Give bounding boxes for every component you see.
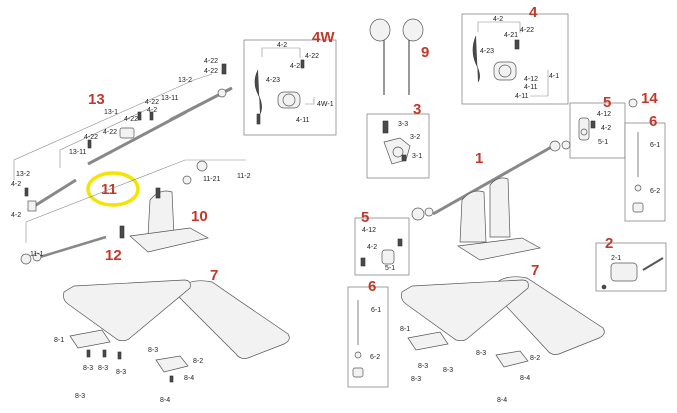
callout-5b: 5 — [361, 209, 369, 226]
label: 4-11 — [296, 117, 310, 124]
label: 6-1 — [371, 307, 381, 314]
label: 13-2 — [178, 77, 192, 84]
label: 4-22 — [145, 99, 159, 106]
callout-7b: 7 — [531, 262, 539, 279]
label: 13-11 — [161, 95, 178, 102]
label: 4-22 — [103, 129, 117, 136]
callout-6: 6 — [649, 113, 657, 130]
footboard-left — [63, 279, 191, 342]
label: 4-21 — [290, 63, 304, 70]
label: 4-22 — [204, 68, 218, 75]
footboard-right — [401, 279, 529, 342]
label: 11-2 — [237, 173, 251, 180]
label: 6-2 — [370, 354, 380, 361]
label: 11-1 — [30, 251, 44, 258]
label: 4-2 — [601, 125, 611, 132]
pedal-frame-left — [20, 160, 209, 265]
label: 4-22 — [520, 27, 534, 34]
highlight-ring-11 — [86, 171, 140, 207]
label: 4-23 — [480, 48, 494, 55]
label: 8-1 — [54, 337, 64, 344]
label: 8-3 — [98, 365, 108, 372]
label: 8-3 — [443, 367, 453, 374]
label: 4-11 — [515, 93, 529, 100]
label: 4-2 — [11, 181, 21, 188]
callout-4w: 4W — [312, 29, 335, 46]
label: 8-4 — [184, 375, 194, 382]
label: 4-22 — [124, 116, 138, 123]
pedal-frame-right — [411, 140, 571, 261]
label: 13-2 — [16, 171, 30, 178]
label: 4-2 — [11, 212, 21, 219]
callout-1: 1 — [475, 150, 483, 167]
callout-3: 3 — [413, 101, 421, 118]
heel-plate-left — [178, 280, 290, 359]
callout-14: 14 — [641, 90, 658, 107]
label: 8-4 — [160, 397, 170, 404]
spring-hook-part — [254, 69, 262, 115]
label: 4-2 — [493, 16, 503, 23]
label: 5-1 — [598, 139, 608, 146]
label: 8-4 — [520, 375, 530, 382]
label: 4-22 — [84, 134, 98, 141]
box-6 — [624, 122, 666, 222]
label: 4-12 — [597, 111, 611, 118]
label: 8-4 — [497, 397, 507, 404]
label: 4-1 — [549, 73, 559, 80]
beater-part — [369, 18, 424, 95]
label: 4-2 — [277, 42, 287, 49]
callout-6b: 6 — [368, 278, 376, 295]
label: 3-2 — [410, 134, 420, 141]
label: 4-21 — [504, 32, 518, 39]
label: 8-2 — [530, 355, 540, 362]
callout-4: 4 — [529, 4, 538, 21]
label: 8-3 — [83, 365, 93, 372]
label: 13-1 — [104, 109, 118, 116]
callout-2: 2 — [605, 235, 613, 252]
label: 8-3 — [411, 376, 421, 383]
label: 13-11 — [69, 149, 86, 156]
callout-13: 13 — [88, 91, 105, 108]
label: 8-3 — [476, 350, 486, 357]
label: 3-1 — [412, 153, 422, 160]
callout-9: 9 — [421, 44, 429, 61]
label: 3-3 — [398, 121, 408, 128]
label: 4-22 — [305, 53, 319, 60]
drive-shaft-13 — [27, 86, 233, 212]
label: 5-1 — [385, 265, 395, 272]
label: 4W-1 — [317, 101, 334, 108]
label: 4-12 — [362, 227, 376, 234]
label: 4-22 — [204, 58, 218, 65]
label: 4-12 — [524, 76, 538, 83]
callout-10: 10 — [191, 208, 208, 225]
label: 4-2 — [147, 107, 157, 114]
label: 4-11 — [524, 84, 538, 91]
label: 8-3 — [75, 393, 85, 400]
label: 4-2 — [367, 244, 377, 251]
label: 8-3 — [116, 369, 126, 376]
label: 8-3 — [148, 347, 158, 354]
label: 6-1 — [650, 142, 660, 149]
callout-12: 12 — [105, 247, 122, 264]
label: 8-3 — [418, 363, 428, 370]
box-4 — [461, 13, 569, 105]
label: 2-1 — [611, 255, 621, 262]
label: 4-23 — [266, 77, 280, 84]
label: 8-1 — [400, 326, 410, 333]
callout-7a: 7 — [210, 267, 218, 284]
label: 8-2 — [193, 358, 203, 365]
label: 11-21 — [203, 176, 220, 183]
label: 6-2 — [650, 188, 660, 195]
callout-5: 5 — [603, 94, 611, 111]
